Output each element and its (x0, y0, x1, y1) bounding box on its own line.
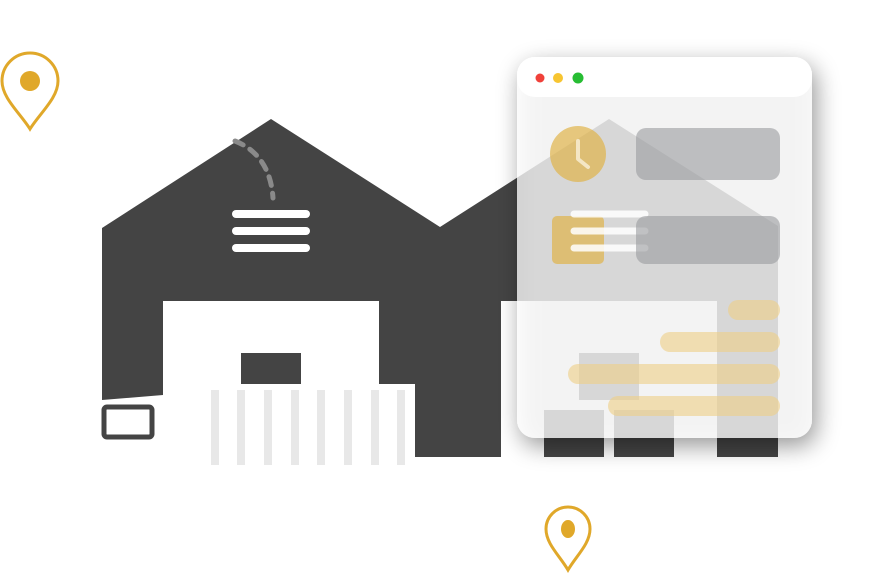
dashed-route (232, 138, 276, 201)
box-block (241, 353, 301, 384)
content-block (636, 216, 780, 264)
list-lines (570, 210, 649, 252)
location-pin-icon (0, 51, 60, 132)
truck-icon (101, 404, 155, 440)
content-block (636, 128, 780, 180)
maximize-dot (572, 72, 584, 84)
menu-lines-icon (232, 210, 310, 252)
bar-pills (568, 300, 780, 416)
door-stripes (211, 390, 405, 465)
close-dot (535, 73, 545, 83)
app-window (517, 57, 812, 438)
location-pin-icon (544, 505, 592, 574)
minimize-dot (553, 73, 563, 83)
truck-base-cutout (102, 395, 163, 461)
clock-icon (550, 126, 606, 182)
parking-icon (552, 216, 604, 264)
